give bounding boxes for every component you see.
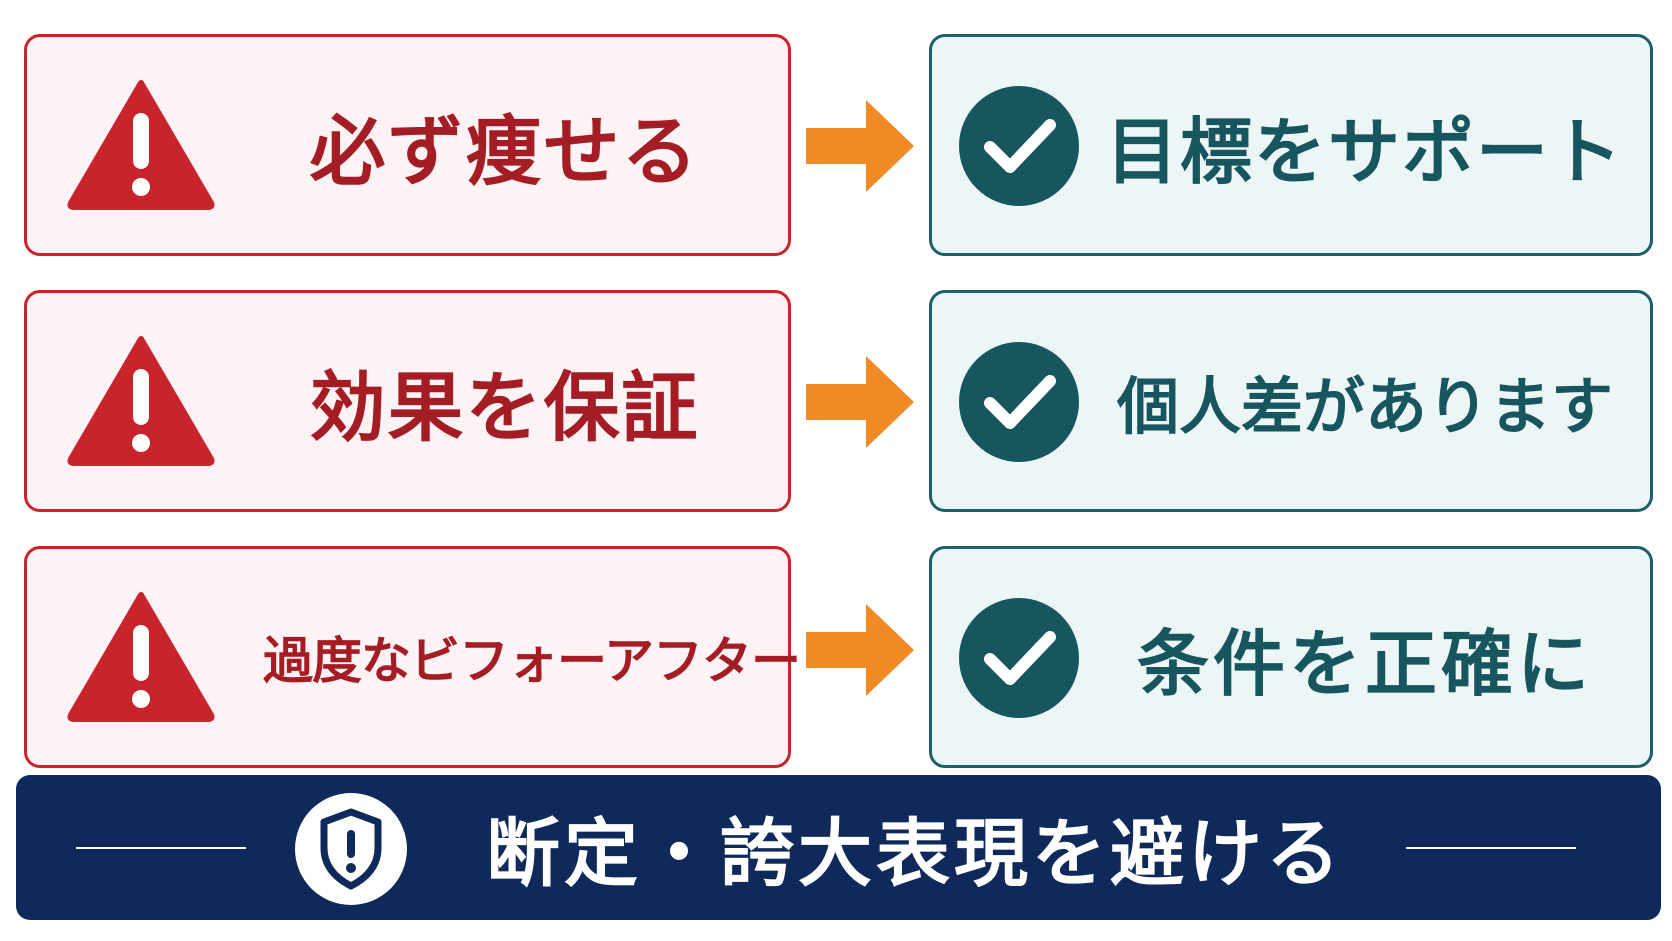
ng-card-2: 効果を保証 [24,290,791,512]
arrow-right-icon [806,100,914,192]
warning-triangle-icon [67,336,215,466]
banner-title: 断定・誇大表現を避ける [486,811,1344,897]
arrow-right-icon [806,356,914,448]
ng-expression-label: 効果を保証 [309,363,700,452]
check-circle-icon [959,342,1079,462]
ok-expression-label: 条件を正確に [1136,621,1593,706]
ok-card-1: 目標をサポート [929,34,1653,256]
ng-expression-label: 過度なビフォーアフター [263,632,801,690]
ok-expression-label: 個人差があります [1116,370,1613,443]
summary-banner: 断定・誇大表現を避ける [16,775,1661,920]
ok-card-2: 個人差があります [929,290,1653,512]
warning-triangle-icon [67,80,215,210]
banner-divider-left [76,847,246,849]
ng-expression-label: 必ず痩せる [309,107,700,196]
arrow-right-icon [806,604,914,696]
ng-card-1: 必ず痩せる [24,34,791,256]
ok-card-3: 条件を正確に [929,546,1653,768]
warning-triangle-icon [67,592,215,722]
ok-expression-label: 目標をサポート [1105,109,1624,194]
check-circle-icon [959,598,1079,718]
shield-alert-icon [295,793,407,905]
banner-divider-right [1406,847,1576,849]
ng-card-3: 過度なビフォーアフター [24,546,801,768]
check-circle-icon [959,86,1079,206]
